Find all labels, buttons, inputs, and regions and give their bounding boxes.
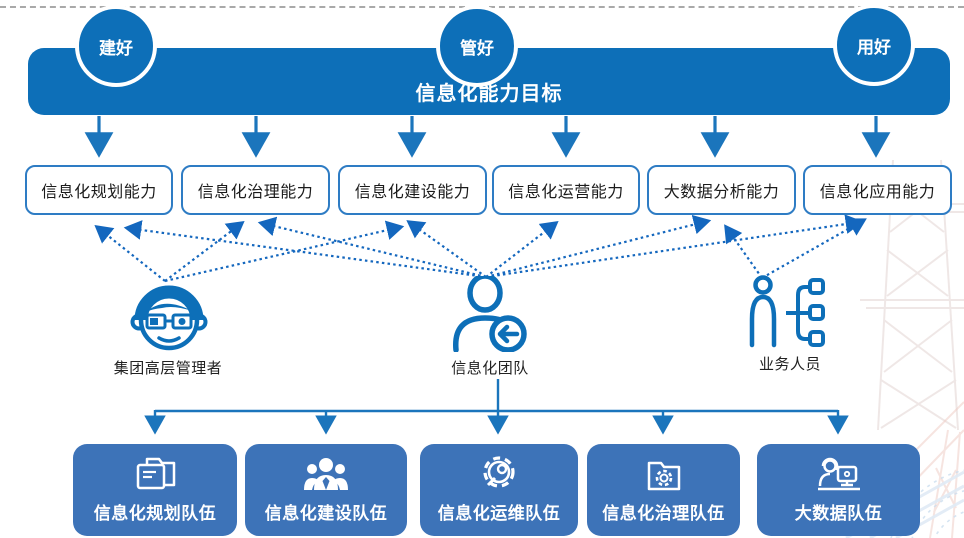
team-label: 大数据队伍 <box>794 504 883 523</box>
goal-label: 建好 <box>99 38 133 58</box>
banner-title: 信息化能力目标 <box>415 83 563 105</box>
banner-to-capability-arrows <box>84 116 891 158</box>
manager-face-icon <box>130 285 208 351</box>
gear-icon <box>483 456 515 488</box>
goal-label: 用好 <box>857 37 891 57</box>
team-box-bigdata: 大数据队伍 <box>757 444 920 536</box>
team-box-construction: 信息化建设队伍 <box>245 444 407 536</box>
role-label-business-staff: 业务人员 <box>758 356 821 373</box>
crane-art <box>895 401 964 538</box>
goal-circle-use: 用好 <box>833 4 915 86</box>
goal-circle-build: 建好 <box>75 5 157 87</box>
role-label-it-team: 信息化团队 <box>451 360 529 377</box>
capability-box-operation: 信息化运营能力 <box>492 165 640 215</box>
folder-gear-icon <box>647 461 680 491</box>
folder-doc-icon <box>136 457 176 490</box>
analyst-laptop-icon <box>817 457 860 491</box>
role-to-capability-arrows <box>94 214 867 283</box>
team-box-planning: 信息化规划队伍 <box>73 444 237 536</box>
team-tree-connector <box>144 379 849 435</box>
team-label: 信息化运维队伍 <box>437 504 561 523</box>
team-label: 信息化规划队伍 <box>93 504 217 523</box>
role-label-group-managers: 集团高层管理者 <box>113 360 223 377</box>
role-it-team <box>448 276 534 352</box>
business-person-org-icon <box>749 275 825 348</box>
capability-box-planning: 信息化规划能力 <box>25 165 173 215</box>
goal-circle-manage: 管好 <box>436 5 518 87</box>
goal-label: 管好 <box>460 38 494 58</box>
role-business-staff <box>742 275 838 351</box>
team-label: 信息化建设队伍 <box>264 504 388 523</box>
role-group-managers <box>122 274 216 354</box>
capability-box-governance: 信息化治理能力 <box>181 165 330 215</box>
capability-box-construction: 信息化建设能力 <box>338 165 487 215</box>
team-box-governance: 信息化治理队伍 <box>587 444 740 536</box>
team-person-arrow-icon <box>453 276 527 352</box>
people-group-icon <box>304 458 348 490</box>
capability-box-application: 信息化应用能力 <box>803 165 952 215</box>
team-label: 信息化治理队伍 <box>602 504 725 523</box>
capability-box-bigdata: 大数据分析能力 <box>647 165 796 215</box>
team-box-operations: 信息化运维队伍 <box>420 444 578 536</box>
